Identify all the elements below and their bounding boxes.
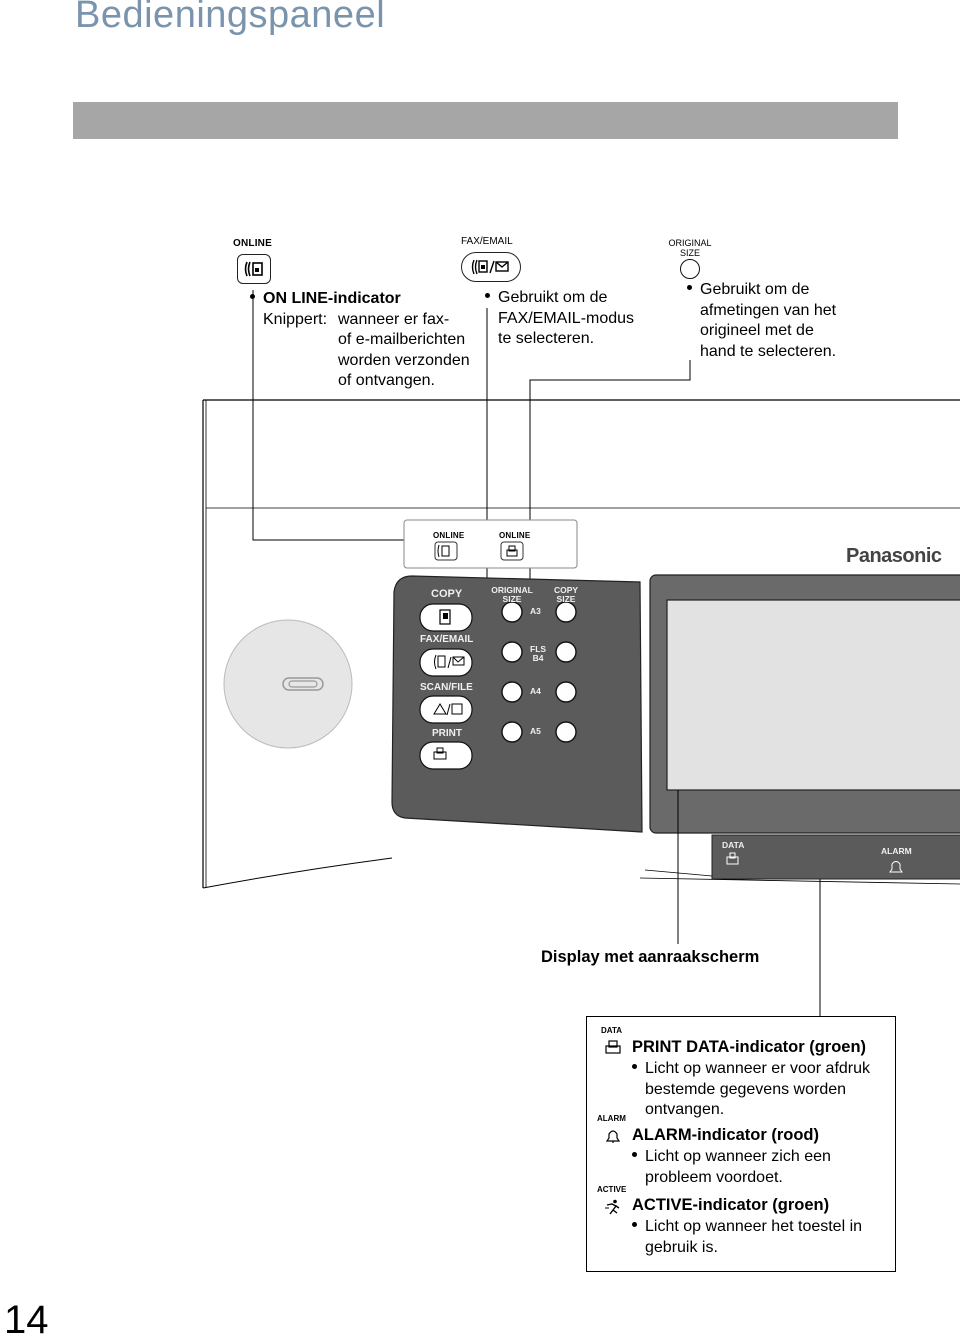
indicator-body-active: Licht op wanneer het toestel in gebruik …	[632, 1217, 892, 1258]
bullet-icon	[485, 293, 490, 299]
online-caption: ONLINE	[233, 238, 272, 249]
size-label-a4: A4	[530, 686, 541, 696]
online-heading: ON LINE-indicator	[263, 290, 401, 307]
online-label: Knippert:	[263, 310, 328, 328]
indicator-caption-alarm: ALARM	[597, 1114, 626, 1123]
original-size-callout-text: Gebruikt om de afmetingen van het origin…	[687, 280, 887, 362]
mode-label-fax-email: FAX/EMAIL	[420, 634, 474, 645]
panel-alarm-label: ALARM	[881, 846, 912, 856]
indicator-caption-active: ACTIVE	[597, 1185, 627, 1194]
display-callout-label: Display met aanraakscherm	[541, 948, 760, 966]
control-panel-drawing	[202, 290, 960, 1016]
section-header-bar	[73, 102, 898, 139]
online-callout-text: ON LINE-indicator Knippert: wanneer er f…	[250, 289, 490, 392]
active-runner-icon	[605, 1199, 620, 1215]
mode-label-print: PRINT	[432, 728, 462, 739]
mode-label-scan-file: SCAN/FILE	[420, 682, 473, 693]
panel-data-label: DATA	[722, 840, 745, 850]
indicator-body-data: Licht op wanneer er voor afdruk bestemde…	[632, 1059, 892, 1121]
alarm-bell-icon	[605, 1130, 621, 1143]
indicator-heading-data: PRINT DATA-indicator (groen)	[632, 1038, 867, 1056]
online-line: of e-mailberichten	[338, 331, 466, 348]
brand-logo: Panasonic	[846, 545, 942, 567]
page-title: Bedieningspaneel	[75, 0, 386, 36]
bullet-icon	[687, 285, 692, 291]
fax-email-callout-text: Gebruikt om de FAX/EMAIL-modus te select…	[485, 288, 665, 350]
mode-label-copy: COPY	[431, 588, 463, 600]
size-label-a5: A5	[530, 726, 541, 736]
fax-email-icon	[471, 259, 509, 275]
bullet-icon	[632, 1152, 637, 1158]
print-data-icon	[605, 1040, 621, 1054]
panel-online-label-1: ONLINE	[433, 531, 465, 540]
online-line: of ontvangen.	[338, 372, 435, 389]
bullet-icon	[632, 1222, 637, 1228]
page-number: 14	[4, 1298, 49, 1342]
fax-email-caption: FAX/EMAIL	[461, 236, 513, 247]
indicator-heading-active: ACTIVE-indicator (groen)	[632, 1196, 830, 1214]
indicator-heading-alarm: ALARM-indicator (rood)	[632, 1126, 819, 1144]
indicator-body-alarm: Licht op wanneer zich een probleem voord…	[632, 1147, 892, 1188]
indicator-caption-data: DATA	[601, 1026, 623, 1035]
indicator-callout-box: DATA PRINT DATA-indicator (groen) Licht …	[586, 1016, 896, 1272]
online-indicator-button	[237, 254, 271, 284]
fax-email-icon	[244, 261, 263, 277]
original-size-button	[680, 259, 700, 279]
panel-online-label-2: ONLINE	[499, 531, 531, 540]
fax-email-button	[461, 252, 521, 282]
online-line: wanneer er fax-	[338, 310, 450, 328]
bullet-icon	[632, 1064, 637, 1070]
original-size-caption: ORIGINAL SIZE	[668, 238, 712, 258]
online-line: worden verzonden	[338, 351, 470, 369]
size-label-a3: A3	[530, 606, 541, 616]
